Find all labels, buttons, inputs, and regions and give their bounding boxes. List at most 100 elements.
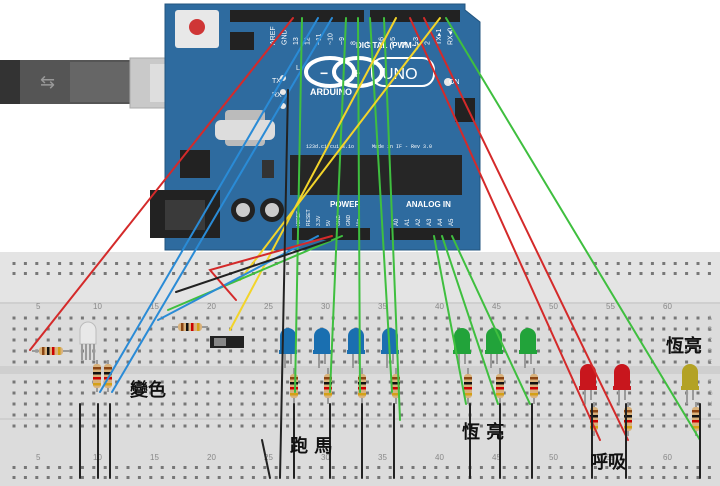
wire <box>29 17 294 351</box>
pin-label: 13 <box>293 37 300 45</box>
column-number: 25 <box>264 302 273 311</box>
row-letter: B <box>708 327 712 333</box>
rx-label: RX <box>272 92 282 99</box>
row-letter: F <box>708 380 712 386</box>
pin-label: ~6 <box>379 37 386 45</box>
tx-label: TX <box>272 78 281 85</box>
wire <box>175 239 331 293</box>
reset-button[interactable] <box>189 19 205 35</box>
pin-label: 2 <box>425 41 432 45</box>
power-pin-label: 5V <box>326 219 332 226</box>
model-label: UNO <box>382 66 418 83</box>
pin-label: 8 <box>351 41 358 45</box>
wire <box>369 17 393 393</box>
resistor <box>172 323 208 331</box>
pin-label: ~3 <box>413 37 420 45</box>
led-red <box>579 364 597 404</box>
column-number: 5 <box>36 453 41 462</box>
wire <box>208 235 333 301</box>
column-number: 50 <box>549 302 558 311</box>
made-in-label: Made in IF - Rev 3.0 <box>372 144 432 150</box>
column-number: 15 <box>150 453 159 462</box>
power-pin-label: 3.3V <box>316 215 322 226</box>
svg-text:−: − <box>320 65 328 81</box>
label-color-change: 變色 <box>130 380 166 401</box>
analog-pin-label: A0 <box>394 218 400 226</box>
column-number: 50 <box>549 453 558 462</box>
column-number: 55 <box>606 302 615 311</box>
power-pin-label: RESET <box>306 209 312 226</box>
wire <box>229 17 397 331</box>
slide-switch[interactable] <box>210 336 244 348</box>
analog-pin-label: A3 <box>427 218 433 226</box>
brand-label: ARDUINO <box>310 87 352 97</box>
wire <box>111 17 333 393</box>
row-letter: G <box>708 391 713 397</box>
wire <box>409 17 601 441</box>
pin-label: ~10 <box>328 33 335 45</box>
resistor <box>93 360 101 392</box>
wire <box>279 89 289 479</box>
column-number: 5 <box>36 302 41 311</box>
row-letter: D <box>708 349 713 355</box>
rgb-led <box>79 321 97 360</box>
column-number: 20 <box>207 453 216 462</box>
power-pin-label: GND <box>346 215 352 227</box>
wire <box>433 235 467 405</box>
wire <box>383 17 401 421</box>
svg-text:⇆: ⇆ <box>40 72 55 93</box>
resistor <box>530 368 538 404</box>
label-running-horse: 跑 馬 <box>290 436 333 457</box>
wire <box>99 17 319 393</box>
column-number: 60 <box>663 302 672 311</box>
column-number: 35 <box>378 453 387 462</box>
led-yellow <box>681 364 699 404</box>
pin-label: GND <box>282 29 289 45</box>
analog-pin-label: A4 <box>438 218 444 226</box>
column-number: 45 <box>492 453 501 462</box>
analog-pin-label: A5 <box>449 218 455 226</box>
pin-label: RX◂0 <box>448 28 455 45</box>
led-red <box>613 364 631 404</box>
svg-text:+: + <box>352 65 360 81</box>
column-number: 25 <box>264 453 273 462</box>
column-number: 20 <box>207 302 216 311</box>
power-pin-label: GND <box>336 215 342 227</box>
resistor <box>692 402 700 436</box>
pin-label: AREF <box>270 26 277 45</box>
wire <box>157 235 319 321</box>
column-number: 60 <box>663 453 672 462</box>
row-letter: C <box>708 338 713 344</box>
column-number: 30 <box>321 453 330 462</box>
pin-label: TX▸1 <box>436 29 443 45</box>
wire <box>441 235 499 405</box>
wire <box>329 17 347 393</box>
row-letter: J <box>708 424 711 430</box>
url-label: 123d.circuits.io <box>306 144 354 150</box>
column-number: 45 <box>492 302 501 311</box>
pin-label: ~5 <box>390 37 397 45</box>
arduino-logo-icon <box>304 56 356 88</box>
column-number: 35 <box>378 302 387 311</box>
pin-label: 4 <box>402 41 409 45</box>
column-number: 40 <box>435 453 444 462</box>
resistor <box>464 368 472 404</box>
row-letter: I <box>708 413 710 419</box>
l-label: L <box>296 65 300 72</box>
resistor <box>496 368 504 404</box>
wire <box>445 17 701 441</box>
led-blue <box>279 328 297 368</box>
column-number: 30 <box>321 302 330 311</box>
column-number: 55 <box>606 453 615 462</box>
power-label: POWER <box>330 200 360 209</box>
resistor <box>32 347 70 355</box>
column-number: 40 <box>435 302 444 311</box>
label-constant-on: 恆 亮 <box>462 422 505 443</box>
pin-label: ~9 <box>339 37 346 45</box>
analog-pin-label: A2 <box>416 218 422 226</box>
wire <box>451 235 531 405</box>
wire <box>167 235 343 311</box>
digital-label: DIGITAL (PWM~) <box>356 41 419 50</box>
row-letter: H <box>708 402 712 408</box>
